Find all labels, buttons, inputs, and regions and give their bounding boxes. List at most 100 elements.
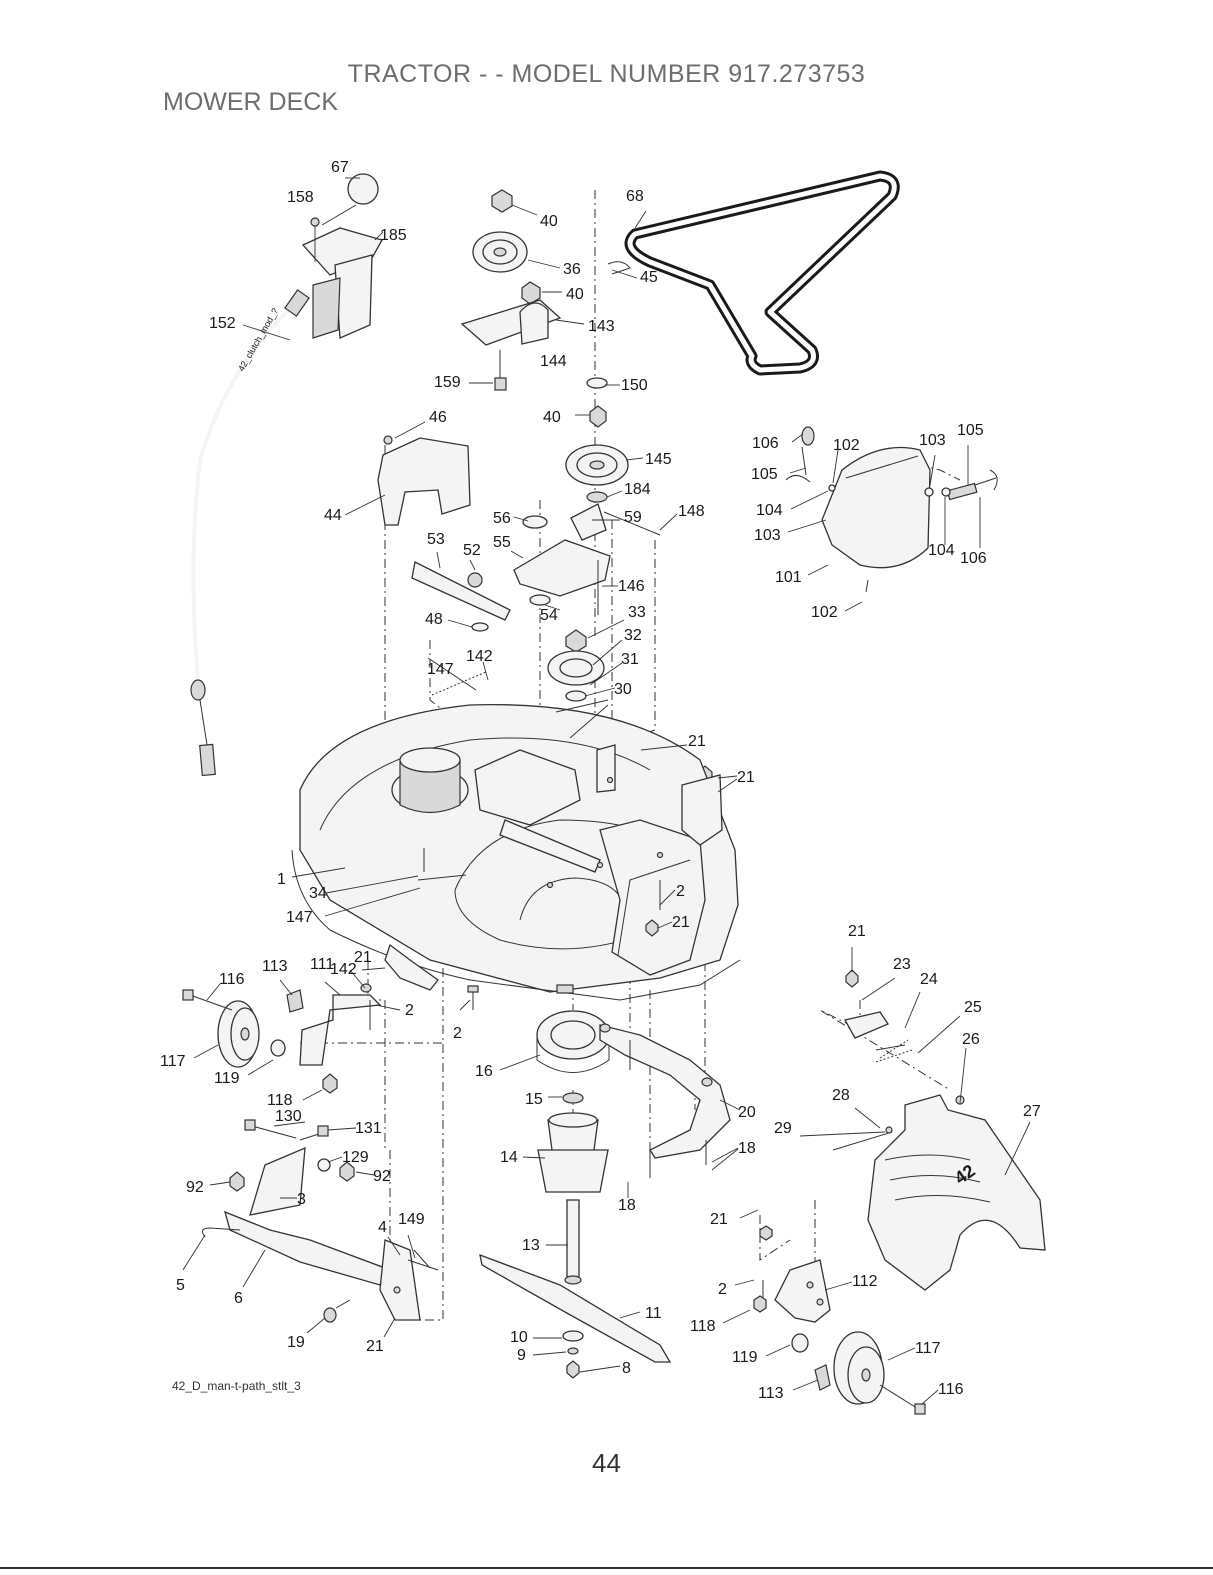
callout-112: 112 bbox=[852, 1273, 878, 1290]
callout-152: 152 bbox=[209, 315, 236, 332]
callout-105: 105 bbox=[957, 422, 984, 439]
callout-18: 18 bbox=[618, 1197, 636, 1214]
callout-52: 52 bbox=[463, 542, 481, 559]
rear-baffle bbox=[599, 1023, 731, 1178]
callout-21: 21 bbox=[354, 949, 372, 966]
callout-130: 130 bbox=[275, 1108, 302, 1125]
callout-113: 113 bbox=[262, 958, 288, 975]
callout-21: 21 bbox=[737, 769, 755, 786]
callout-116: 116 bbox=[938, 1381, 964, 1398]
callout-150: 150 bbox=[621, 377, 648, 394]
callout-2: 2 bbox=[453, 1025, 462, 1042]
callout-28: 28 bbox=[832, 1087, 850, 1104]
callout-8: 8 bbox=[622, 1360, 631, 1377]
callout-102: 102 bbox=[811, 604, 838, 621]
callout-104: 104 bbox=[756, 502, 783, 519]
callout-142: 142 bbox=[466, 648, 493, 665]
spindle-assembly bbox=[479, 1010, 672, 1379]
left-gauge-wheel bbox=[182, 943, 479, 1094]
callout-145: 145 bbox=[645, 451, 672, 468]
callout-59: 59 bbox=[624, 509, 642, 526]
callout-149: 149 bbox=[398, 1211, 425, 1228]
callout-105: 105 bbox=[751, 466, 778, 483]
callout-32: 32 bbox=[624, 627, 642, 644]
callout-143: 143 bbox=[588, 318, 615, 335]
callout-116: 116 bbox=[219, 971, 245, 988]
callout-53: 53 bbox=[427, 531, 445, 548]
callout-13: 13 bbox=[522, 1237, 540, 1254]
callout-21: 21 bbox=[366, 1338, 384, 1355]
callout-5: 5 bbox=[176, 1277, 185, 1294]
callout-27: 27 bbox=[1023, 1103, 1041, 1120]
callout-103: 103 bbox=[919, 432, 946, 449]
callout-106: 106 bbox=[752, 435, 779, 452]
callout-147: 147 bbox=[286, 909, 313, 926]
idler-pulley-stack bbox=[460, 189, 562, 391]
idler-pulley-145 bbox=[565, 261, 631, 541]
callout-40: 40 bbox=[540, 213, 558, 230]
callout-labels: 67 158 185 152 40 68 36 40 143 144 45 15… bbox=[160, 159, 1041, 1402]
callout-15: 15 bbox=[525, 1091, 543, 1108]
callout-29: 29 bbox=[774, 1120, 792, 1137]
callout-11: 11 bbox=[645, 1305, 662, 1322]
callout-44: 44 bbox=[324, 507, 342, 524]
section-title: MOWER DECK bbox=[163, 88, 338, 116]
callout-21: 21 bbox=[710, 1211, 728, 1228]
callout-158: 158 bbox=[287, 189, 314, 206]
callout-67: 67 bbox=[331, 159, 349, 176]
callout-148: 148 bbox=[678, 503, 705, 520]
drive-belt bbox=[624, 170, 900, 376]
callout-56: 56 bbox=[493, 510, 511, 527]
callout-45: 45 bbox=[640, 269, 658, 286]
callout-142: 142 bbox=[330, 961, 357, 978]
callout-131: 131 bbox=[355, 1120, 382, 1137]
right-gauge-wheel bbox=[753, 1225, 926, 1415]
callout-68: 68 bbox=[626, 188, 644, 205]
callout-6: 6 bbox=[234, 1290, 243, 1307]
callout-14: 14 bbox=[500, 1149, 518, 1166]
callout-3: 3 bbox=[297, 1191, 306, 1208]
callout-119: 119 bbox=[214, 1070, 240, 1087]
callout-21: 21 bbox=[688, 733, 706, 750]
callout-102: 102 bbox=[833, 437, 860, 454]
callout-92: 92 bbox=[373, 1168, 391, 1185]
callout-10: 10 bbox=[510, 1329, 528, 1346]
callout-25: 25 bbox=[964, 999, 982, 1016]
page-number: 44 bbox=[592, 1448, 621, 1478]
callout-24: 24 bbox=[920, 971, 938, 988]
callout-19: 19 bbox=[287, 1334, 305, 1351]
discharge-deflector bbox=[785, 426, 998, 593]
callout-129: 129 bbox=[342, 1149, 369, 1166]
callout-144: 144 bbox=[540, 353, 567, 370]
callout-103: 103 bbox=[754, 527, 781, 544]
callout-30: 30 bbox=[614, 681, 632, 698]
callout-18: 18 bbox=[738, 1140, 756, 1157]
callout-31: 31 bbox=[621, 651, 639, 668]
callout-146: 146 bbox=[618, 578, 645, 595]
callout-111: 111 bbox=[310, 956, 334, 973]
callout-54: 54 bbox=[540, 607, 558, 624]
callout-159: 159 bbox=[434, 374, 461, 391]
belt-guide-and-arm bbox=[377, 435, 661, 691]
callout-48: 48 bbox=[425, 611, 443, 628]
callout-46: 46 bbox=[429, 409, 447, 426]
callout-4: 4 bbox=[378, 1219, 387, 1236]
callout-55: 55 bbox=[493, 534, 511, 551]
callout-20: 20 bbox=[738, 1104, 756, 1121]
callout-21: 21 bbox=[672, 914, 690, 931]
callout-2: 2 bbox=[405, 1002, 414, 1019]
callout-101: 101 bbox=[775, 569, 802, 586]
callout-36: 36 bbox=[563, 261, 581, 278]
callout-113: 113 bbox=[758, 1385, 784, 1402]
mower-deck bbox=[291, 703, 741, 1001]
callout-117: 117 bbox=[915, 1340, 941, 1357]
clutch-cable-assembly: 42_clutch_mod_? bbox=[190, 173, 383, 777]
callout-40: 40 bbox=[543, 409, 561, 426]
callout-34: 34 bbox=[309, 885, 327, 902]
callout-40: 40 bbox=[566, 286, 584, 303]
callout-33: 33 bbox=[628, 604, 646, 621]
knob-icon bbox=[347, 173, 379, 205]
page-bottom-rule bbox=[0, 1567, 1213, 1569]
callout-119: 119 bbox=[732, 1349, 758, 1366]
